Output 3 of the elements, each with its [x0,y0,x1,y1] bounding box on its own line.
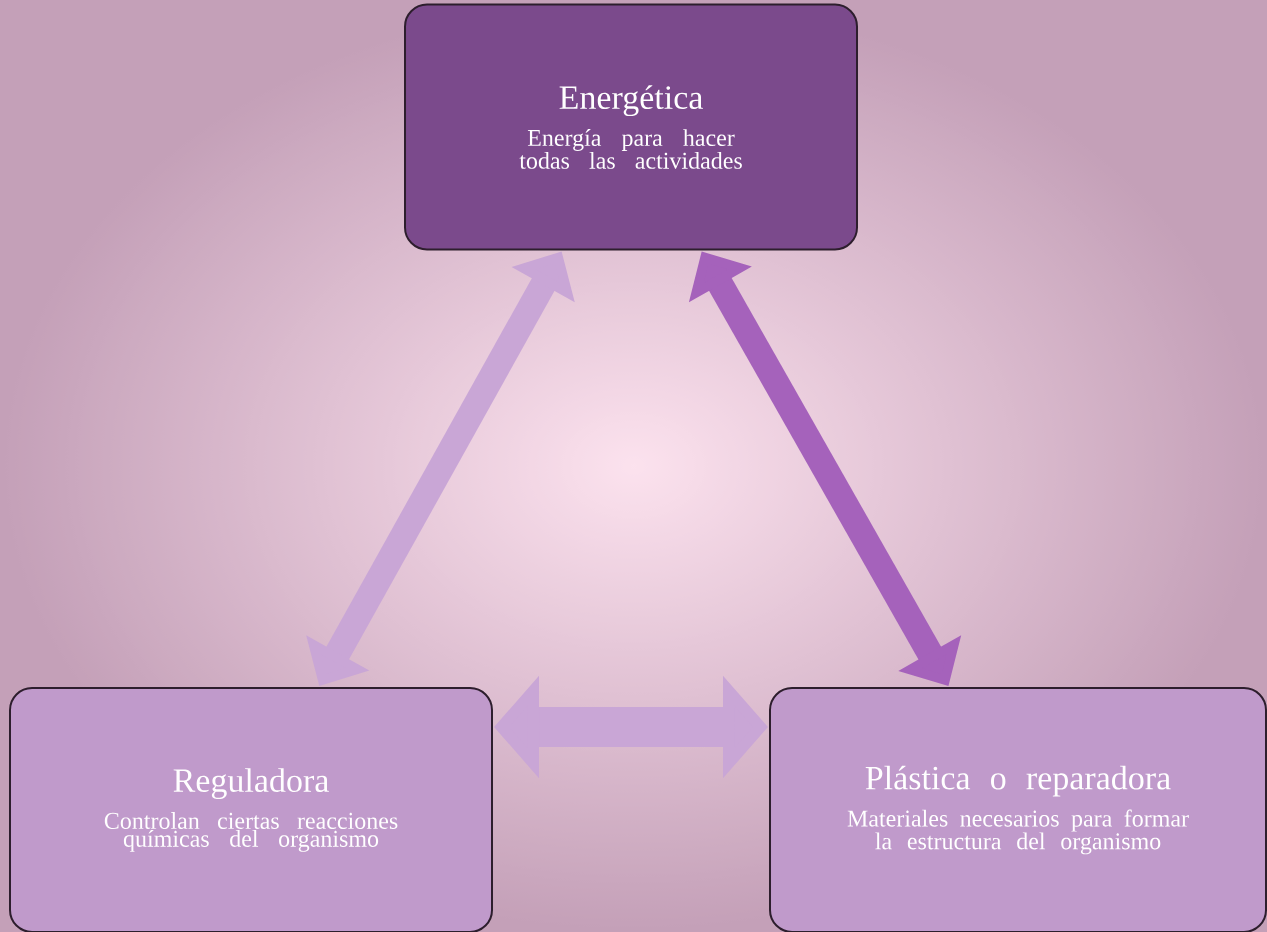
function-box: Plástica o reparadora Materiales necesarios para formar la estructura del organismo [769,687,1267,932]
function-box: Energética Energía para hacer todas las actividades [404,3,858,251]
function-box: Reguladora Controlan ciertas reacciones químicas del organismo [9,687,493,932]
